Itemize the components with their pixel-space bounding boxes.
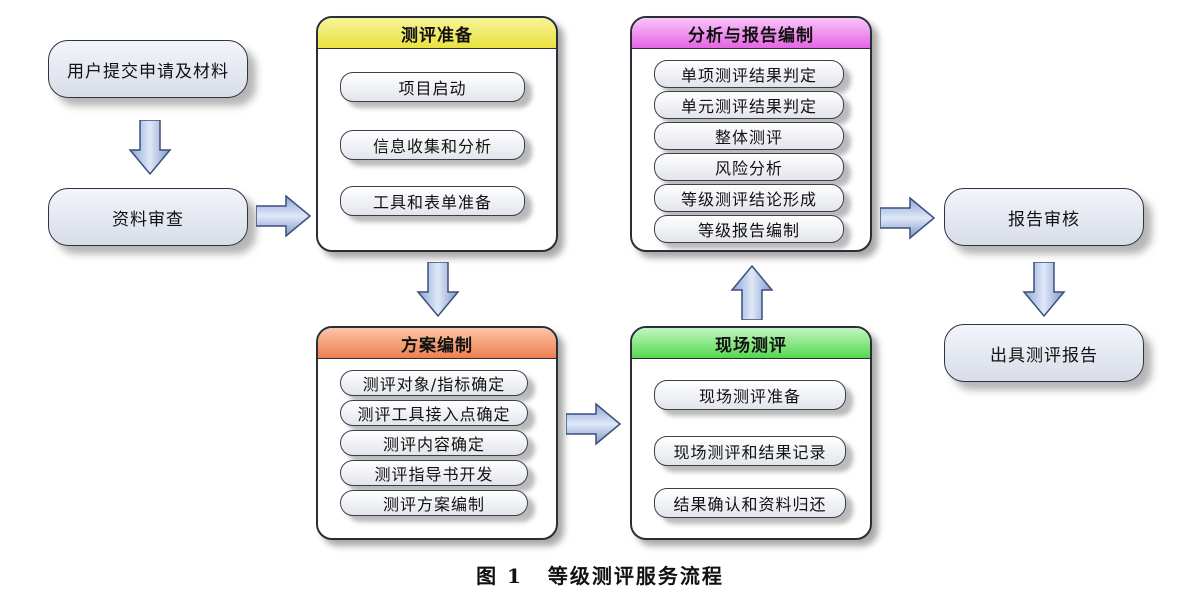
onsite-item: 现场测评准备 bbox=[654, 380, 846, 410]
onsite-item: 现场测评和结果记录 bbox=[654, 436, 846, 466]
analysis-item: 风险分析 bbox=[654, 153, 844, 181]
figure-number: 图 1 bbox=[476, 564, 523, 588]
prep-item: 项目启动 bbox=[340, 72, 525, 102]
arrow-down-3 bbox=[1022, 262, 1066, 318]
panel-preparation-title: 测评准备 bbox=[401, 25, 473, 46]
panel-plan-header: 方案编制 bbox=[318, 328, 556, 359]
figure-title: 等级测评服务流程 bbox=[547, 564, 724, 588]
panel-analysis-title: 分析与报告编制 bbox=[688, 25, 814, 46]
box-issue-report: 出具测评报告 bbox=[944, 324, 1144, 382]
analysis-item: 等级测评结论形成 bbox=[654, 184, 844, 212]
arrow-right-1 bbox=[256, 194, 312, 238]
analysis-item: 等级报告编制 bbox=[654, 215, 844, 243]
analysis-item: 单元测评结果判定 bbox=[654, 91, 844, 119]
panel-preparation: 测评准备 项目启动 信息收集和分析 工具和表单准备 bbox=[316, 16, 558, 252]
box-submit-label: 用户提交申请及材料 bbox=[67, 61, 229, 82]
panel-analysis-header: 分析与报告编制 bbox=[632, 18, 870, 49]
arrow-right-3 bbox=[880, 196, 936, 240]
box-material-review: 资料审查 bbox=[48, 188, 248, 246]
panel-plan-compilation: 方案编制 测评对象/指标确定 测评工具接入点确定 测评内容确定 测评指导书开发 … bbox=[316, 326, 558, 540]
panel-onsite-header: 现场测评 bbox=[632, 328, 870, 359]
panel-onsite-title: 现场测评 bbox=[715, 335, 787, 356]
plan-item: 测评指导书开发 bbox=[340, 460, 528, 486]
plan-item: 测评内容确定 bbox=[340, 430, 528, 456]
panel-preparation-header: 测评准备 bbox=[318, 18, 556, 49]
analysis-item: 单项测评结果判定 bbox=[654, 60, 844, 88]
arrow-right-2 bbox=[566, 402, 622, 446]
box-report-audit: 报告审核 bbox=[944, 188, 1144, 246]
analysis-item: 整体测评 bbox=[654, 122, 844, 150]
plan-item: 测评对象/指标确定 bbox=[340, 370, 528, 396]
arrow-down-2 bbox=[416, 262, 460, 318]
panel-analysis-report: 分析与报告编制 单项测评结果判定 单元测评结果判定 整体测评 风险分析 等级测评… bbox=[630, 16, 872, 252]
arrow-up-1 bbox=[730, 264, 774, 320]
panel-plan-title: 方案编制 bbox=[401, 335, 473, 356]
box-issue-report-label: 出具测评报告 bbox=[990, 345, 1098, 366]
prep-item: 信息收集和分析 bbox=[340, 130, 525, 160]
box-review-label: 资料审查 bbox=[112, 209, 184, 230]
onsite-item: 结果确认和资料归还 bbox=[654, 488, 846, 518]
figure-caption: 图 1 等级测评服务流程 bbox=[0, 560, 1200, 589]
plan-item: 测评工具接入点确定 bbox=[340, 400, 528, 426]
panel-onsite-evaluation: 现场测评 现场测评准备 现场测评和结果记录 结果确认和资料归还 bbox=[630, 326, 872, 540]
plan-item: 测评方案编制 bbox=[340, 490, 528, 516]
box-submit-application: 用户提交申请及材料 bbox=[48, 40, 248, 98]
arrow-down-1 bbox=[128, 120, 172, 176]
box-report-audit-label: 报告审核 bbox=[1008, 209, 1080, 230]
prep-item: 工具和表单准备 bbox=[340, 186, 525, 216]
